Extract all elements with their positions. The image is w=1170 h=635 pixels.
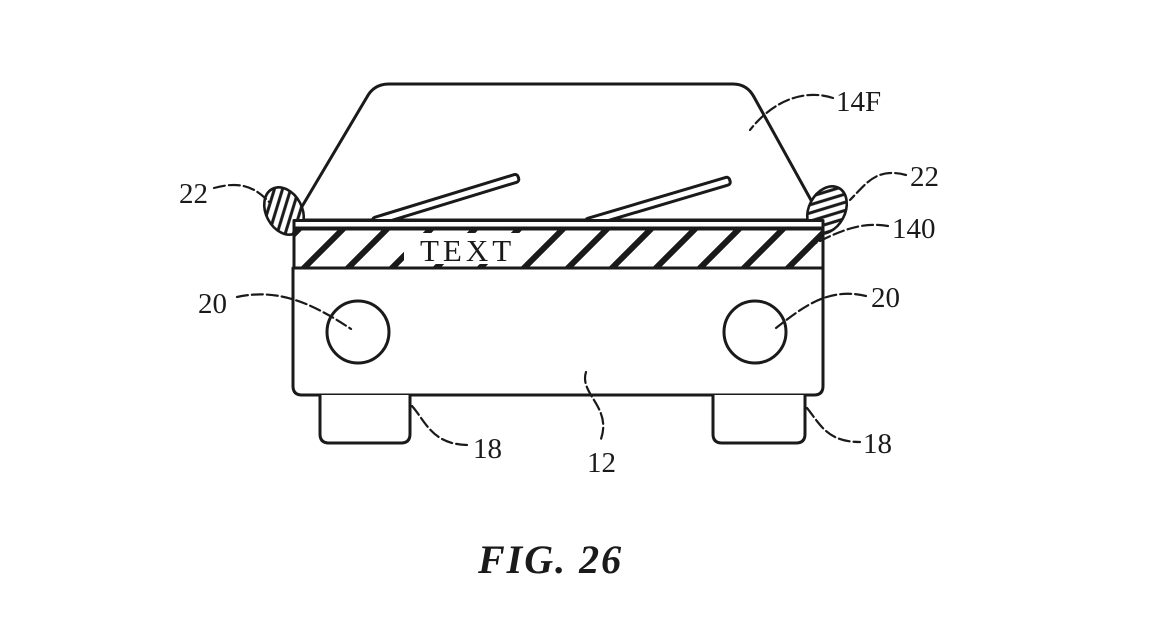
leader-headlight-right (774, 292, 868, 330)
label-mirror-right: 22 (910, 161, 939, 193)
band-text-backing (404, 233, 520, 264)
leader-wheel-left (410, 404, 469, 447)
display-band (292, 227, 825, 270)
headlight-right (722, 299, 788, 365)
label-windshield: 14F (836, 86, 881, 118)
label-wheel-right: 18 (863, 428, 892, 460)
label-headlight-left: 20 (198, 288, 227, 320)
leader-mirror-left (212, 183, 272, 205)
wheel-right (711, 395, 807, 445)
label-display-band: 140 (892, 213, 936, 245)
wheel-left (318, 395, 412, 445)
leader-headlight-left (235, 293, 353, 331)
band-text-label: TEXT (420, 233, 515, 268)
label-headlight-right: 20 (871, 282, 900, 314)
figure-caption: FIG. 26 (477, 537, 623, 582)
cowl-strip (292, 219, 825, 230)
label-mirror-left: 22 (179, 178, 208, 210)
headlight-left (325, 299, 391, 365)
label-wheel-left: 18 (473, 433, 502, 465)
vehicle-body (291, 266, 825, 397)
leader-windshield (748, 93, 835, 132)
leader-mirror-right (848, 171, 908, 202)
leader-body (583, 370, 605, 441)
leader-wheel-right (805, 406, 862, 444)
windshield (292, 82, 824, 222)
label-body: 12 (587, 447, 616, 479)
leader-display-band (804, 223, 890, 250)
